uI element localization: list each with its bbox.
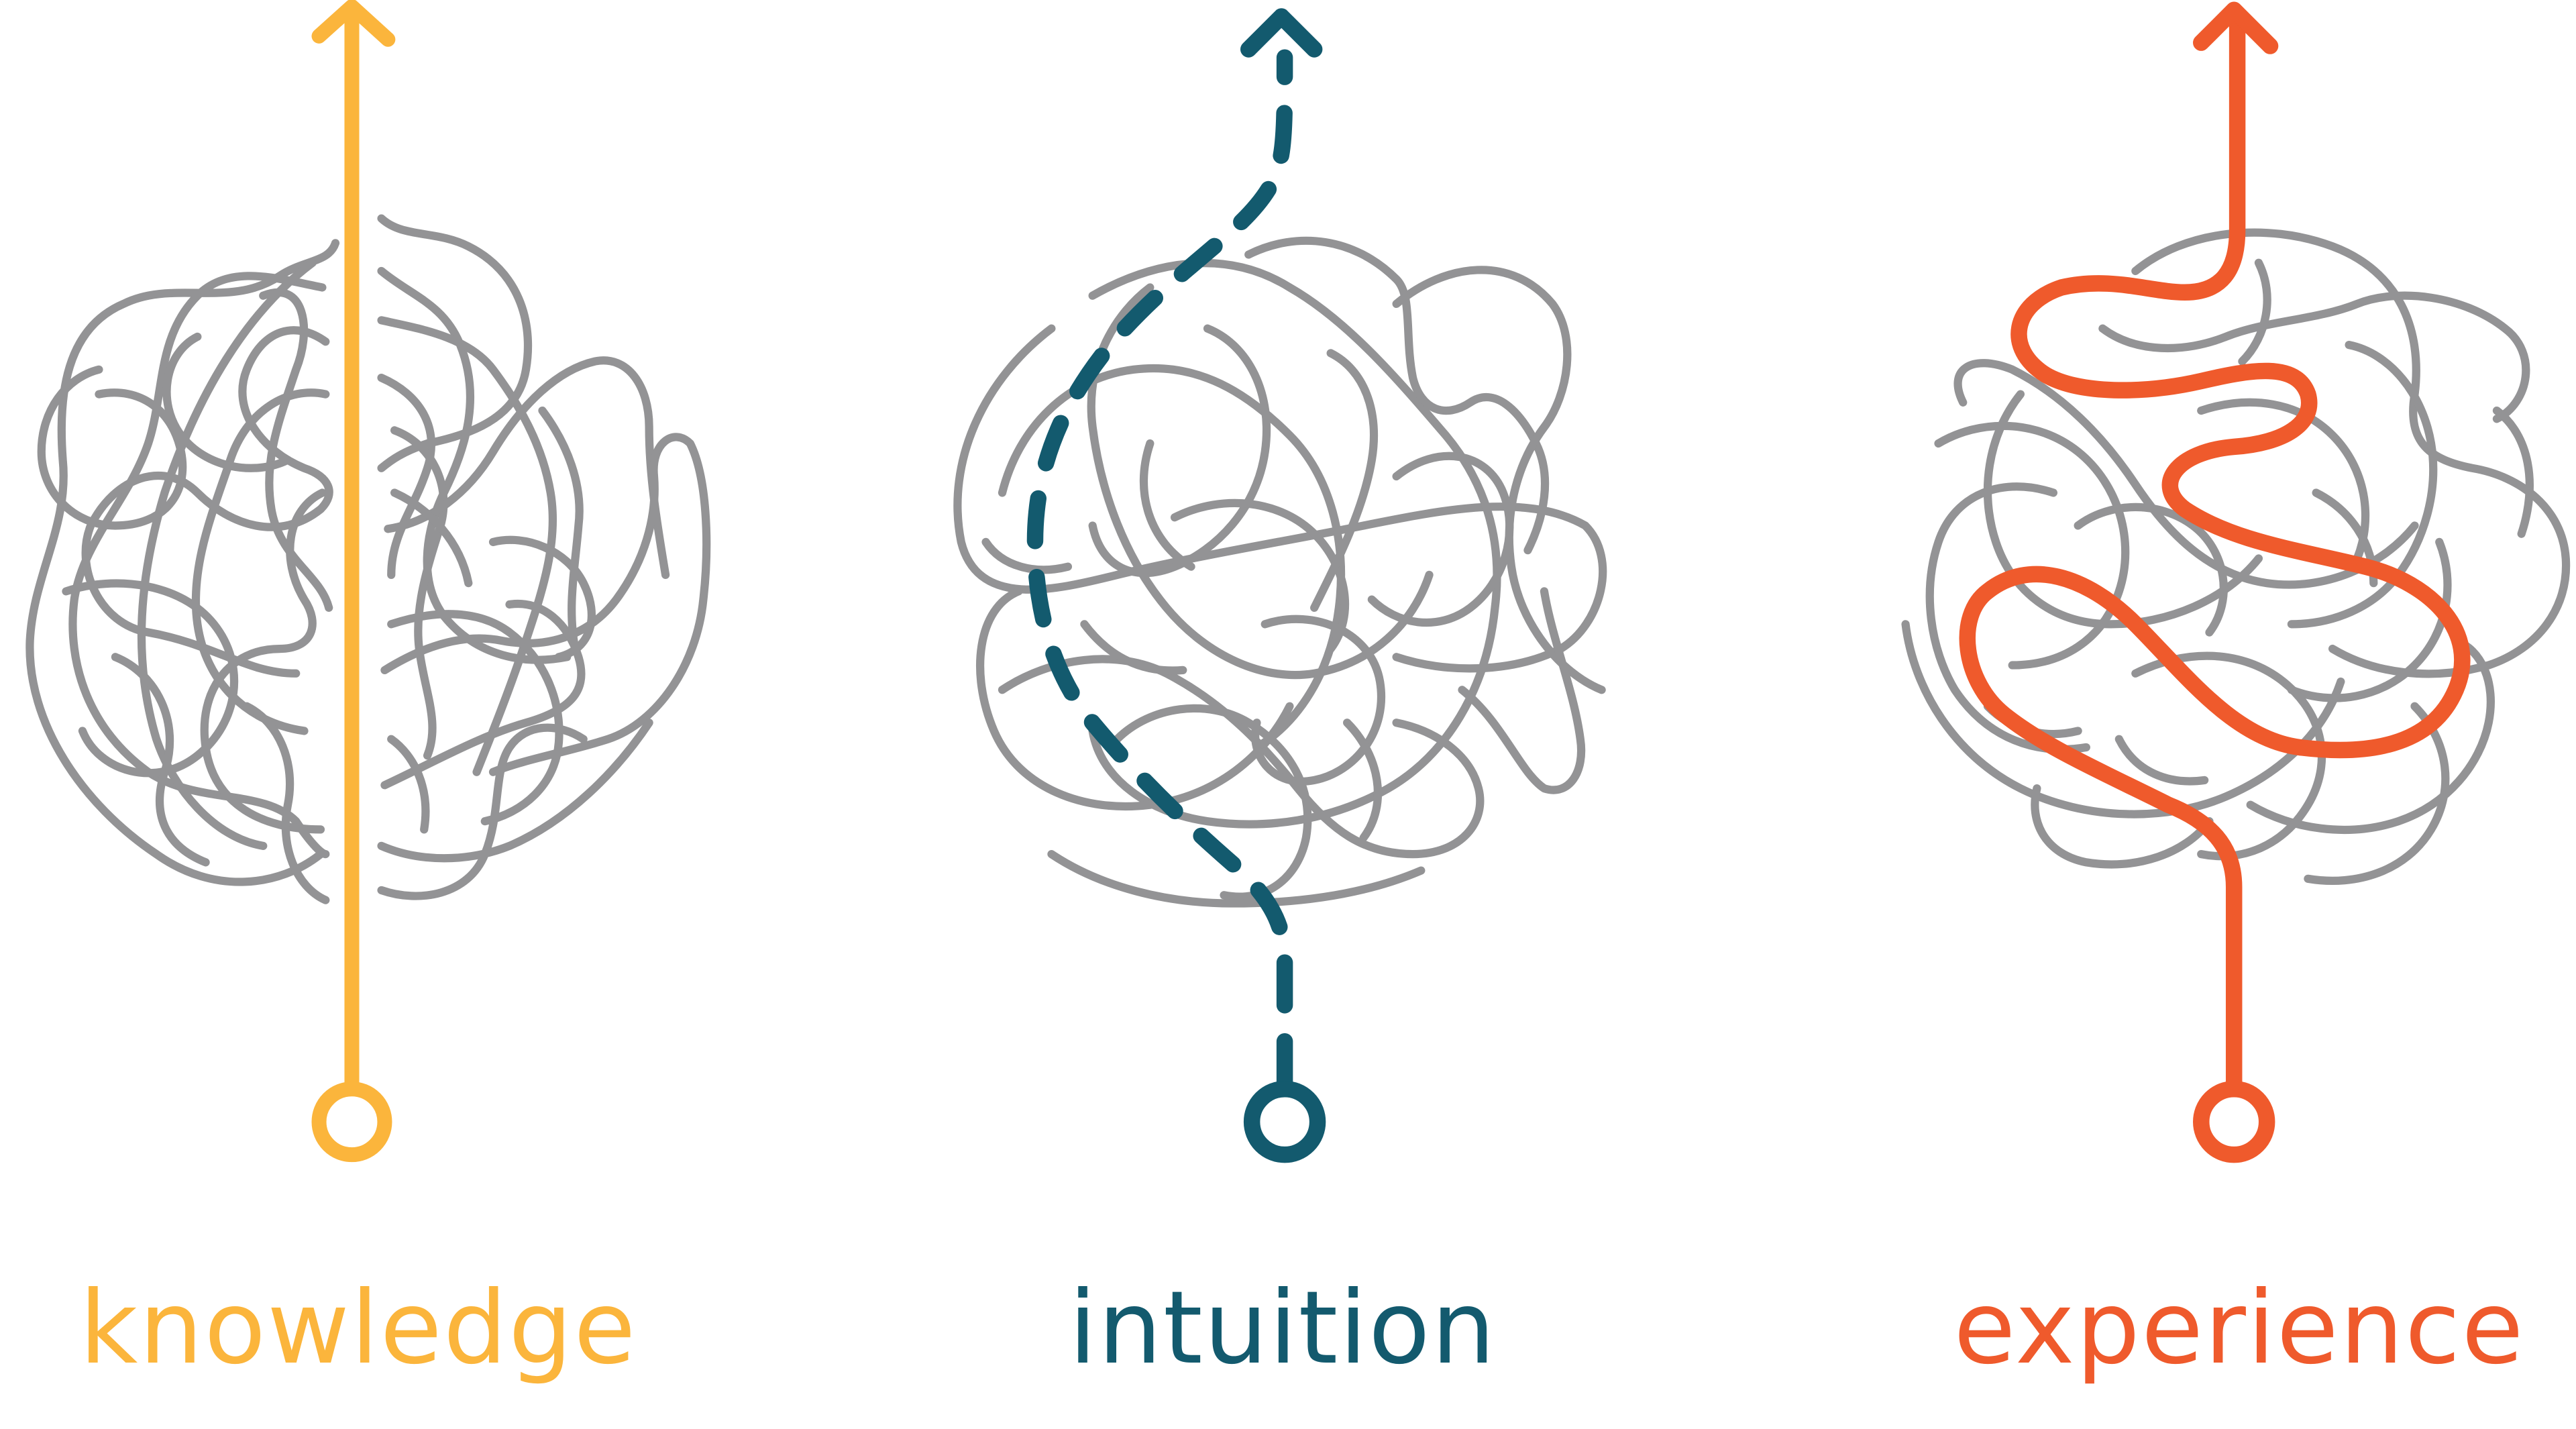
knowledge-tangle: [25, 214, 711, 904]
experience-start-circle: [2193, 1080, 2275, 1163]
knowledge-label: knowledge: [79, 1270, 637, 1387]
knowledge-arrow-head: [311, 0, 396, 47]
experience-path: [1959, 1, 2471, 1163]
intuition-label: intuition: [1069, 1270, 1497, 1387]
intuition-panel: [953, 8, 1607, 1163]
intuition-path-dashed: [1026, 49, 1293, 1093]
experience-panel: [1901, 1, 2571, 1163]
knowledge-path: [311, 0, 396, 1163]
experience-label: experience: [1953, 1270, 2525, 1387]
knowledge-start-circle: [311, 1081, 392, 1163]
experience-path-winding: [1959, 11, 2471, 1096]
intuition-start-circle: [1243, 1080, 1326, 1163]
experience-tangle: [1901, 228, 2571, 885]
knowledge-panel: [25, 0, 711, 1163]
intuition-path: [1026, 8, 1326, 1163]
intuition-tangle: [953, 236, 1607, 908]
experience-arrow-head: [2193, 1, 2279, 54]
intuition-arrow-head: [1240, 8, 1323, 58]
